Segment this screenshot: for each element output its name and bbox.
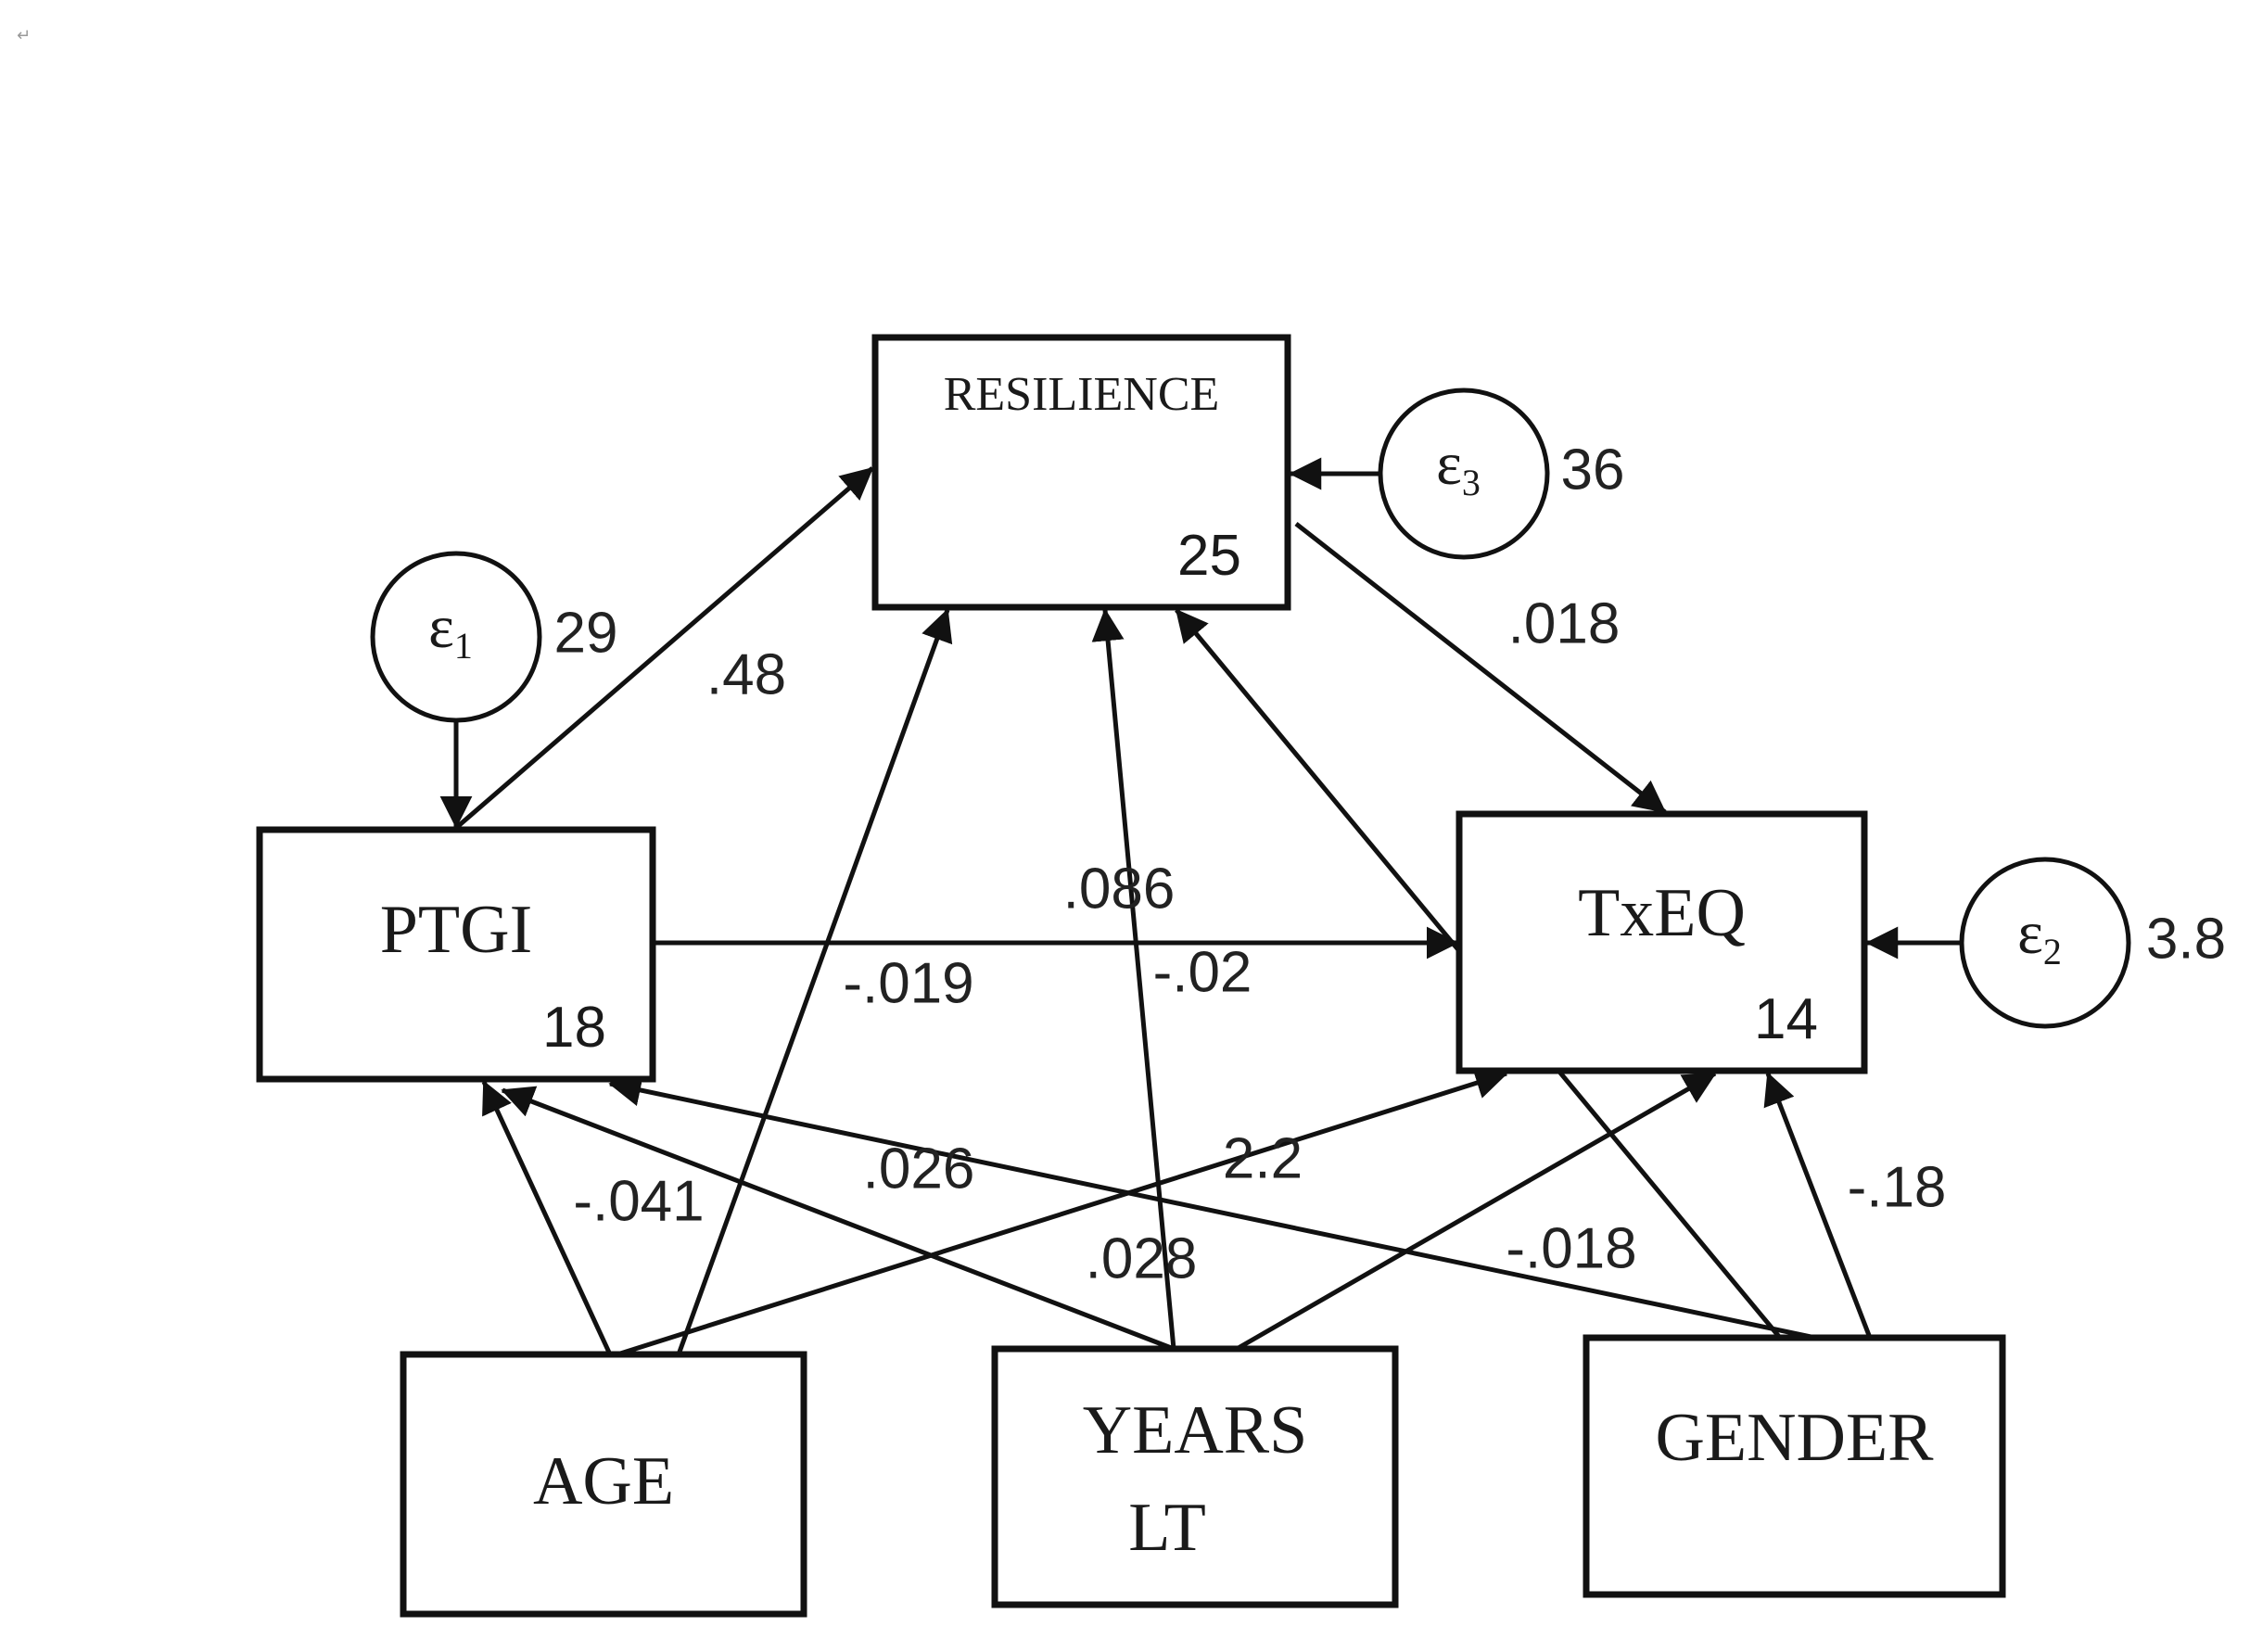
node-intercept: 14: [1754, 987, 1818, 1051]
node-box: [871, 334, 1291, 611]
path-coefficient: -.019: [843, 951, 973, 1015]
node-gender: GENDER: [1583, 1334, 2006, 1598]
error-symbol: ε2: [2017, 899, 2062, 972]
error-e1: ε1 29: [370, 551, 618, 723]
path-coefficient: -.18: [1848, 1155, 1947, 1219]
error-circle: [370, 551, 542, 723]
path-coefficient: .018: [1508, 591, 1621, 655]
path-coefficient: 2.2: [1223, 1126, 1303, 1190]
error-terms: ε1 29 ε2 3.8 ε3 36: [370, 388, 2226, 1029]
node-label: AGE: [533, 1443, 674, 1519]
node-box: [1456, 810, 1868, 1074]
path-coefficient: -.041: [573, 1169, 704, 1233]
arrow-resilience-to-txeq: [1294, 522, 1667, 814]
node-box: [1583, 1334, 2006, 1598]
error-symbol: ε3: [1436, 430, 1481, 503]
error-variance: 29: [554, 601, 618, 665]
node-box: [400, 1351, 807, 1618]
error-e3: ε3 36: [1378, 388, 1625, 560]
node-label: YEARS: [1083, 1392, 1308, 1468]
node-label: GENDER: [1655, 1400, 1934, 1476]
path-coefficients: .48 .018 .086 -.02 -.019 -.041 .026 2.2 .028 -.01…: [573, 591, 1946, 1290]
arrow-gender-to-txeq: [1763, 1072, 1873, 1339]
error-symbol: ε1: [428, 593, 473, 667]
arrow-age-to-resilience: [676, 608, 953, 1355]
node-box: [256, 826, 656, 1083]
node-intercept: 25: [1177, 524, 1241, 588]
paragraph-mark: ↵: [17, 26, 32, 45]
path-coefficient: -.018: [1506, 1216, 1636, 1280]
error-variance: 3.8: [2146, 907, 2226, 971]
error-circle: [1378, 388, 1550, 560]
node-box: [991, 1345, 1399, 1608]
arrow-age-to-ptgi: [481, 1080, 613, 1356]
error-e2: ε2 3.8: [1959, 857, 2226, 1029]
arrow-ptgi-to-resilience: [454, 466, 874, 830]
node-resilience: RESILIENCE 25: [871, 334, 1291, 611]
error-variance: 36: [1561, 438, 1625, 502]
arrow-age-to-txeq: [617, 1067, 1508, 1357]
node-label: PTGI: [380, 892, 532, 968]
arrow-gender-to-ptgi: [608, 1074, 1816, 1341]
node-years_lt: YEARS LT: [991, 1345, 1399, 1608]
path-coefficient: .028: [1086, 1226, 1198, 1290]
arrow-years-lt-to-ptgi: [501, 1086, 1175, 1352]
path-coefficient: .026: [863, 1137, 975, 1201]
node-intercept: 18: [542, 996, 606, 1060]
node-label: RESILIENCE: [944, 368, 1220, 421]
path-coefficient: -.02: [1153, 940, 1252, 1004]
error-circle: [1959, 857, 2131, 1029]
arrow-years-lt-to-resilience: [1091, 608, 1176, 1350]
node-label-line2: LT: [1128, 1490, 1206, 1566]
arrow-years-lt-to-txeq: [1235, 1071, 1717, 1352]
path-coefficient: .48: [706, 642, 786, 706]
node-label: TxEQ: [1578, 875, 1746, 951]
node-age: AGE: [400, 1351, 807, 1618]
path-coefficient: .086: [1063, 857, 1176, 921]
